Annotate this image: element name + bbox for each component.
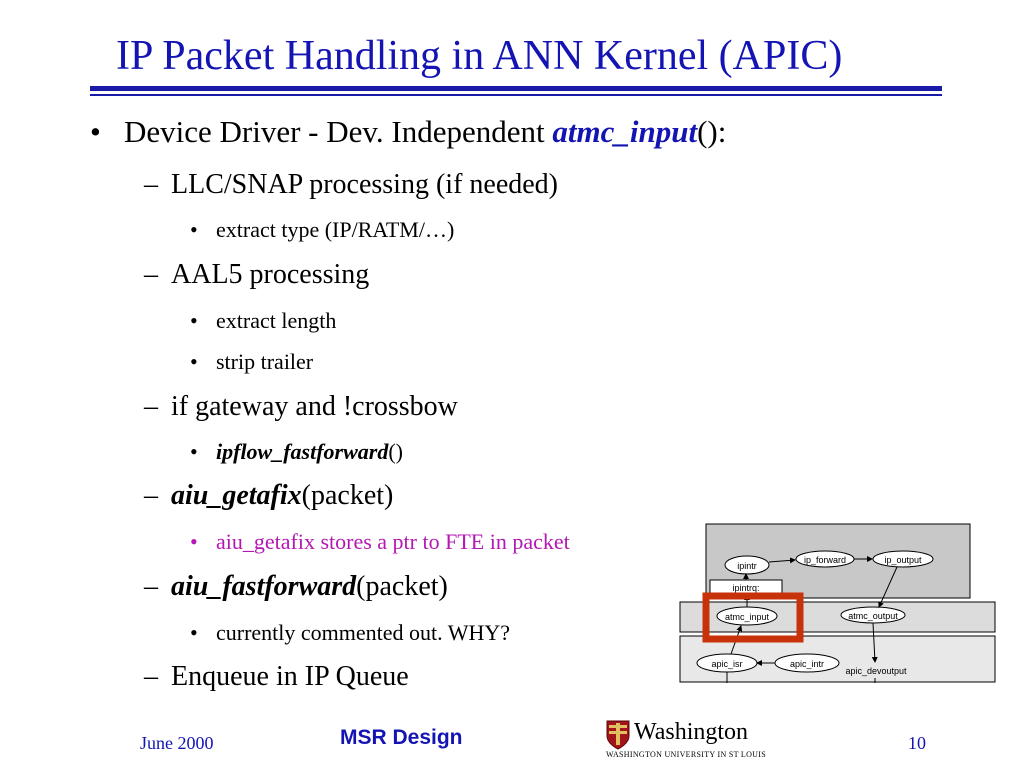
bullet-strip-trailer: strip trailer xyxy=(216,349,314,374)
footer-brand-sub: WASHINGTON UNIVERSITY IN ST LOUIS xyxy=(606,750,766,759)
bullet-marker: • xyxy=(190,620,198,645)
footer-title: MSR Design xyxy=(340,726,463,749)
function-name: atmc_input xyxy=(552,114,698,149)
bullet-text: Device Driver - Dev. Independent xyxy=(124,114,553,149)
function-name: aiu_fastforward xyxy=(171,571,357,602)
bullet-suffix: (): xyxy=(697,114,727,149)
function-name: ipflow_fastforward xyxy=(216,439,389,464)
bullet-ipflow-fastforward: ipflow_fastforward() xyxy=(216,439,403,465)
slide-title: IP Packet Handling in ANN Kernel (APIC) xyxy=(116,33,843,79)
atmc-output-label: atmc_output xyxy=(848,611,898,621)
ip-output-label: ip_output xyxy=(884,555,922,565)
bullet-aiu-fastforward: aiu_fastforward(packet) xyxy=(171,571,448,603)
ip-forward-label: ip_forward xyxy=(804,555,846,565)
bullet-marker: • xyxy=(190,217,198,242)
dash-marker: – xyxy=(144,571,158,602)
bullet-device-driver: Device Driver - Dev. Independent atmc_in… xyxy=(124,114,726,150)
bullet-suffix: () xyxy=(388,439,404,464)
bullet-commented-out: currently commented out. WHY? xyxy=(216,620,511,645)
university-shield-logo xyxy=(606,720,630,750)
bullet-marker: • xyxy=(90,114,101,149)
bullet-marker: • xyxy=(190,349,198,374)
bullet-enqueue: Enqueue in IP Queue xyxy=(171,661,409,692)
footer-brand: Washington xyxy=(634,719,749,745)
ipintr-label: ipintr xyxy=(737,561,757,571)
apic-devoutput-label: apic_devoutput xyxy=(845,666,907,676)
bullet-llc-snap: LLC/SNAP processing (if needed) xyxy=(171,169,558,200)
ip-output-node xyxy=(872,550,934,568)
bullet-marker: • xyxy=(190,439,198,464)
dash-marker: – xyxy=(144,661,158,692)
bullet-aiu-getafix: aiu_getafix(packet) xyxy=(171,480,393,512)
apic-intr-label: apic_intr xyxy=(790,659,824,669)
dash-marker: – xyxy=(144,391,158,422)
page-number: 10 xyxy=(908,733,926,753)
title-rule-thick xyxy=(90,86,942,91)
apic-isr-label: apic_isr xyxy=(711,659,742,669)
dash-marker: – xyxy=(144,169,158,200)
bullet-suffix: (packet) xyxy=(301,480,394,511)
highlight-box xyxy=(702,592,804,643)
bullet-aal5: AAL5 processing xyxy=(171,259,370,290)
ipintrq-label: ipintrq: xyxy=(732,583,759,593)
bullet-getafix-note: aiu_getafix stores a ptr to FTE in packe… xyxy=(216,529,570,554)
bullet-marker: • xyxy=(190,529,198,554)
title-rule-thin xyxy=(90,94,942,96)
bullet-extract-type: extract type (IP/RATM/…) xyxy=(216,217,455,242)
atmc-input-label: atmc_input xyxy=(725,612,770,622)
bullet-extract-length: extract length xyxy=(216,308,337,333)
dash-marker: – xyxy=(144,259,158,290)
dash-marker: – xyxy=(144,480,158,511)
function-name: aiu_getafix xyxy=(171,480,302,511)
footer-date: June 2000 xyxy=(140,733,214,753)
bullet-suffix: (packet) xyxy=(356,571,448,602)
bullet-marker: • xyxy=(190,308,198,333)
kernel-flow-diagram: ipintr ip_forward ip_output ipintrq: atm… xyxy=(679,523,996,683)
bullet-if-gateway: if gateway and !crossbow xyxy=(171,391,458,422)
